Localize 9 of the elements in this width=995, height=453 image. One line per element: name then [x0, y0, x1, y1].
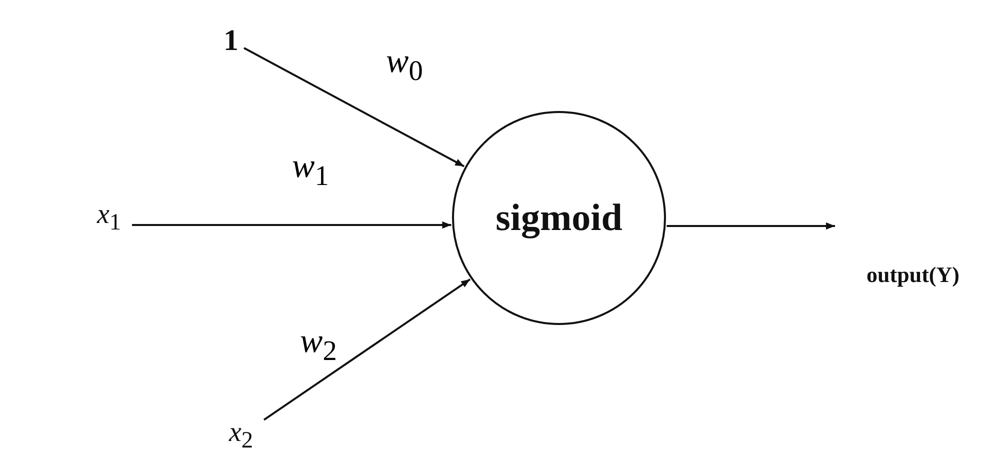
neuron-circle: sigmoid — [452, 111, 666, 325]
arrow — [666, 222, 835, 230]
arrow — [263, 278, 471, 421]
node-label: x$_{1}$ — [86, 200, 132, 236]
arrow — [132, 221, 452, 229]
node-label: x$_{2}$ — [218, 418, 264, 453]
node-label: output(Y) — [835, 212, 991, 286]
arrow — [244, 47, 465, 168]
node-label: 1 — [218, 24, 244, 58]
